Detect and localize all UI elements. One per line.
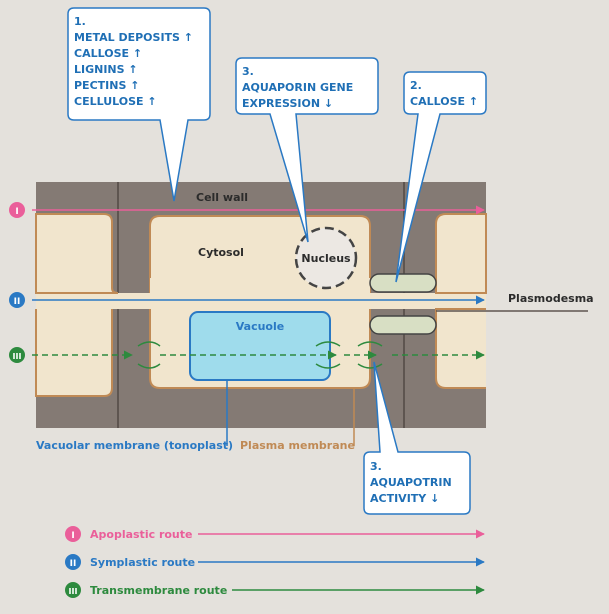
route-marker-ii: II (9, 292, 25, 308)
legend-transmembrane: III Transmembrane route (65, 582, 485, 598)
plasma-membrane-label: Plasma membrane (240, 439, 355, 452)
callout-1-line: METAL DEPOSITS ↑ (74, 31, 193, 44)
callout-2-line: CALLOSE ↑ (410, 95, 478, 108)
cell-wall-label: Cell wall (196, 191, 248, 204)
callout-3a-line: AQUAPORIN GENE (242, 81, 353, 94)
legend-apoplastic-label: Apoplastic route (90, 528, 192, 541)
svg-text:II: II (14, 297, 21, 307)
route-marker-iii: III (9, 347, 25, 363)
callout-3b-line: ACTIVITY ↓ (370, 492, 439, 505)
aquaporin-swirl-2-top (315, 341, 341, 347)
legend-apoplastic: I Apoplastic route (65, 526, 485, 542)
vacuole (189, 311, 331, 381)
callout-1: 1. METAL DEPOSITS ↑ CALLOSE ↑ LIGNINS ↑ … (67, 7, 211, 202)
legend-symplastic-label: Symplastic route (90, 556, 195, 569)
callout-3b-line: AQUAPOTRIN (370, 476, 452, 489)
aquaporin-swirl-2-bottom (315, 363, 341, 369)
callout-3-gene-expression: 3. AQUAPORIN GENE EXPRESSION ↓ (235, 57, 379, 243)
callout-1-line: CELLULOSE ↑ (74, 95, 157, 108)
callout-1-line: PECTINS ↑ (74, 79, 139, 92)
plasmodesma-label: Plasmodesma (508, 292, 594, 305)
tonoplast-label: Vacuolar membrane (tonoplast) (36, 439, 233, 452)
cytosol-upper-left (35, 213, 119, 294)
svg-text:III: III (13, 352, 22, 361)
callout-2: 2. CALLOSE ↑ (395, 71, 487, 283)
nucleus (294, 226, 358, 290)
route-marker-i: I (9, 202, 25, 218)
callout-3b-number: 3. (370, 460, 382, 473)
callose-deposit-upper (369, 273, 437, 293)
callout-3-aquaporin-activity: 3. AQUAPOTRIN ACTIVITY ↓ (363, 361, 471, 515)
cytosol-label: Cytosol (198, 246, 244, 259)
aquaporin-swirl-3-top (357, 341, 383, 347)
callose-deposit-lower (369, 315, 437, 335)
callout-3a-line: EXPRESSION ↓ (242, 97, 333, 110)
plasmodesma-lumen (36, 296, 486, 306)
legend-symplastic: II Symplastic route (65, 554, 485, 570)
legend-symplastic-numeral: II (70, 559, 77, 569)
aquaporin-swirl-3-bottom (357, 363, 383, 369)
legend-transmembrane-numeral: III (69, 587, 78, 596)
nucleus-label: Nucleus (301, 252, 351, 265)
svg-text:I: I (15, 207, 18, 217)
aquaporin-swirl-1-bottom (137, 363, 161, 369)
callout-1-line: CALLOSE ↑ (74, 47, 142, 60)
callout-1-number: 1. (74, 15, 86, 28)
vacuole-label: Vacuole (236, 320, 284, 333)
callout-2-number: 2. (410, 79, 422, 92)
legend-transmembrane-label: Transmembrane route (90, 584, 227, 597)
aquaporin-swirl-1-top (137, 341, 161, 347)
legend-apoplastic-numeral: I (71, 531, 74, 541)
callout-3a-number: 3. (242, 65, 254, 78)
callout-1-line: LIGNINS ↑ (74, 63, 138, 76)
cytosol-lower-right (435, 308, 486, 389)
cytosol-lower-left (35, 309, 113, 397)
cytosol-upper-right (435, 213, 487, 294)
legend: I Apoplastic route II Symplastic route I… (65, 526, 485, 598)
